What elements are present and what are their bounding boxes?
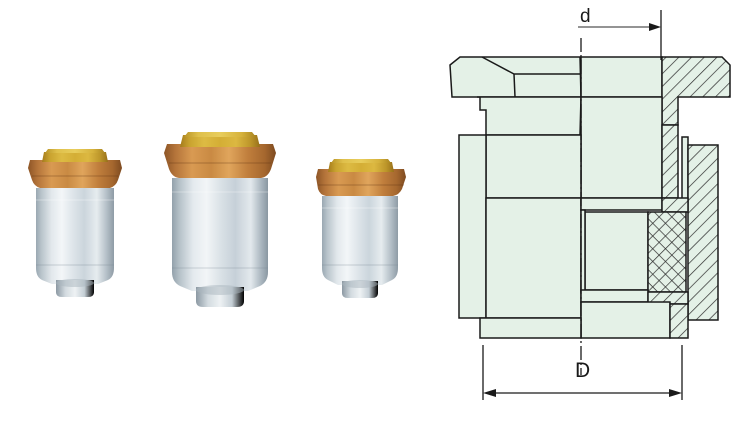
fitting-hex [180,135,260,147]
fitting-hex-top [45,149,105,153]
ledge-upper-hatch [661,197,689,213]
fittings-photo-svg [28,132,406,307]
cross-section-svg [449,10,731,400]
head-flange-left [449,56,582,98]
fitting-small-left [28,149,122,297]
fitting-flange [316,177,406,196]
dimension-d-label: d [580,6,591,27]
sleeve-wall-hatch [661,124,679,199]
dimension-D [482,345,683,400]
bore-wall-centre [580,96,663,199]
insert-cross-hatch [647,211,687,293]
body-upper-left [485,134,582,199]
fitting-hex-top [184,132,256,137]
fitting-large-center [164,132,276,307]
dimension-D-arrowhead-right [669,389,682,397]
fitting-flange [28,168,122,188]
bottom-skirt-hatch [669,303,689,339]
ledge-upper [580,197,663,211]
product-photo-group [28,132,406,307]
dimension-D-arrowhead-left [483,389,496,397]
fitting-body [322,196,398,285]
fitting-body [36,188,114,284]
fitting-hex [42,152,108,162]
stub-shadow [342,280,378,288]
fitting-flange [164,153,276,178]
inner-cavity [584,211,649,291]
ledge-lower [580,289,649,303]
fitting-hex [328,162,394,172]
fitting-body [172,178,268,291]
body-block-left-lower [485,197,582,319]
sleeve-lip [681,136,689,201]
hex-chamfer-line-vertical [513,73,516,98]
head-flange-centre [580,56,663,98]
head-section-hatch [661,56,731,126]
fitting-hex-top [331,159,391,163]
neck-step-left [477,96,582,136]
bottom-skirt-centre [580,301,671,339]
bottom-skirt-left [479,317,582,339]
dimension-d [578,10,662,60]
cross-section-drawing: d D [430,0,756,421]
stub-shadow [196,285,244,295]
dimension-D-label: D [575,359,591,382]
body-block-left-edge [458,134,487,319]
outer-sleeve-hatch [687,144,719,321]
fitting-medium-right [316,159,406,298]
stub-shadow [56,279,94,287]
dimension-d-arrowhead [649,23,661,31]
